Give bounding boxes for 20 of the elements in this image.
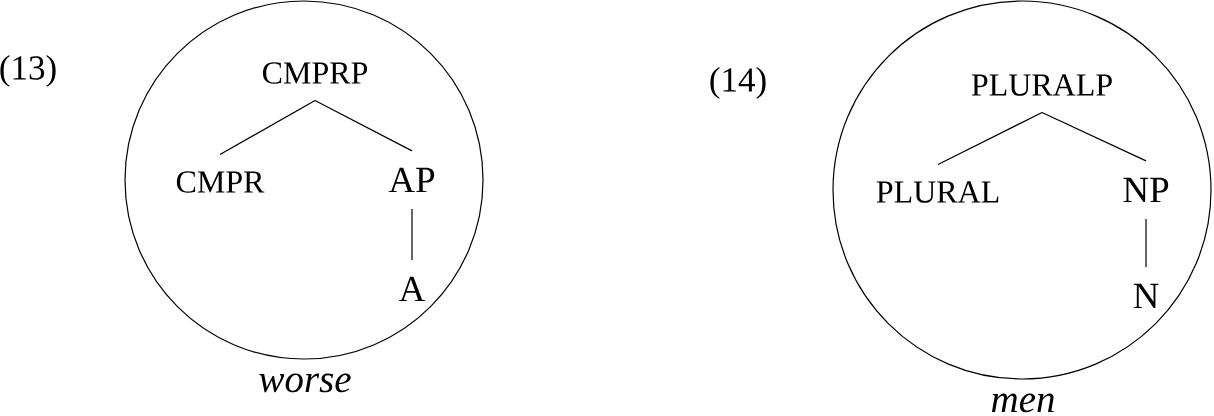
circle bbox=[832, 0, 1212, 380]
word-label: worse bbox=[259, 373, 351, 393]
node-label: AP bbox=[388, 167, 435, 193]
example-number: (13) bbox=[0, 55, 56, 87]
branch-line bbox=[1041, 111, 1147, 162]
branch-line bbox=[219, 99, 316, 156]
node-label: N bbox=[1133, 283, 1159, 309]
example-number: (14) bbox=[710, 67, 766, 99]
node-label: NP bbox=[1123, 177, 1169, 203]
word-label: men bbox=[991, 393, 1054, 413]
branch-line bbox=[314, 99, 413, 152]
node-label: CMPR bbox=[176, 171, 265, 193]
branch-line bbox=[411, 208, 413, 261]
branch-line bbox=[1145, 218, 1147, 268]
node-label: CMPRP bbox=[262, 62, 368, 84]
node-label: A bbox=[399, 276, 426, 302]
node-label: PLURALP bbox=[971, 74, 1112, 96]
branch-line bbox=[937, 111, 1043, 166]
circle bbox=[124, 0, 484, 360]
node-label: PLURAL bbox=[876, 181, 999, 203]
